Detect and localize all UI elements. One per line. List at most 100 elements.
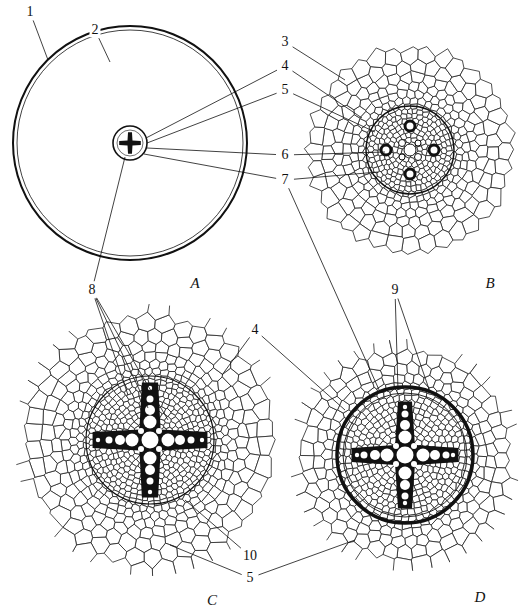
cell (189, 326, 207, 344)
cell (418, 234, 436, 254)
xylem-cross (351, 401, 458, 508)
cell (26, 407, 43, 424)
cell (412, 351, 428, 366)
callout-number: 6 (280, 147, 291, 162)
cell (372, 315, 393, 358)
vessel (156, 428, 162, 434)
vessel (148, 490, 152, 494)
cell (458, 436, 464, 444)
xylem-star (119, 132, 141, 154)
vessel (115, 435, 125, 445)
vessel (451, 453, 455, 457)
stele-outline (113, 126, 147, 160)
cell (209, 445, 215, 452)
callout-number: 1 (25, 4, 36, 19)
vessel (381, 449, 394, 462)
panel-c (86, 376, 214, 504)
cell (96, 450, 103, 457)
panel-letter: C (205, 592, 219, 609)
vessel (397, 447, 414, 464)
cell (165, 388, 172, 394)
protoxylem (429, 145, 439, 155)
cell (70, 428, 80, 437)
cell (458, 501, 467, 512)
cell (289, 533, 348, 595)
vessel (138, 446, 144, 452)
cell (500, 403, 526, 429)
vessel (96, 438, 100, 442)
cell (322, 146, 335, 160)
cell (382, 375, 394, 385)
leader-line (395, 299, 398, 390)
cell (308, 161, 325, 177)
cell (472, 185, 488, 202)
vessel (403, 405, 407, 409)
vessel (430, 450, 440, 460)
cell (385, 49, 402, 66)
vessel (200, 438, 204, 442)
cell (321, 188, 339, 209)
metaxylem (399, 140, 406, 147)
protoxylem (381, 145, 391, 155)
cell (310, 127, 325, 145)
vessel (147, 396, 154, 403)
cell (124, 460, 131, 467)
cell-mesh (304, 47, 515, 255)
cell (129, 561, 154, 600)
cell (444, 544, 489, 595)
cell (152, 559, 182, 600)
cell (401, 514, 409, 521)
leader-line (99, 38, 110, 62)
vessel (417, 449, 430, 462)
cell (475, 134, 488, 146)
cell (474, 200, 495, 219)
cell (491, 173, 505, 189)
cell (476, 145, 488, 157)
cell (305, 315, 359, 369)
cell (475, 523, 526, 595)
vessel (399, 467, 412, 480)
vessel (402, 411, 409, 418)
vessel (402, 493, 409, 500)
cell (358, 146, 365, 153)
cell (486, 510, 526, 568)
cell (257, 436, 275, 455)
cell (311, 541, 362, 595)
cell (299, 455, 314, 471)
callout-number: 4 (250, 322, 261, 337)
cell (148, 280, 172, 320)
vessel (393, 461, 399, 467)
vessel (144, 452, 157, 465)
leader-line (33, 20, 48, 60)
cell (477, 456, 487, 467)
cell (257, 419, 273, 437)
cell (434, 230, 453, 248)
cell (418, 47, 435, 64)
cell (369, 67, 385, 83)
cell (0, 291, 60, 371)
callout-number: 5 (245, 570, 256, 585)
callout-number: 2 (90, 22, 101, 37)
panel-d (337, 387, 473, 523)
vessel (411, 461, 417, 467)
cell (26, 441, 44, 459)
leader-line (96, 298, 148, 408)
cell (352, 468, 359, 476)
panel-letter: B (483, 275, 496, 292)
cell (340, 442, 346, 449)
leader-line (294, 152, 385, 155)
cell-mesh (265, 315, 526, 595)
callout-number: 7 (280, 172, 291, 187)
vessel (443, 452, 450, 459)
vessel (370, 450, 380, 460)
cell (495, 158, 512, 174)
leader-line (144, 154, 276, 178)
cell (204, 280, 252, 336)
cell (369, 231, 389, 248)
cell (383, 543, 398, 558)
panel-a (13, 26, 247, 260)
callout-number: 8 (87, 282, 98, 297)
vessel (393, 443, 399, 449)
endodermis (366, 106, 454, 194)
